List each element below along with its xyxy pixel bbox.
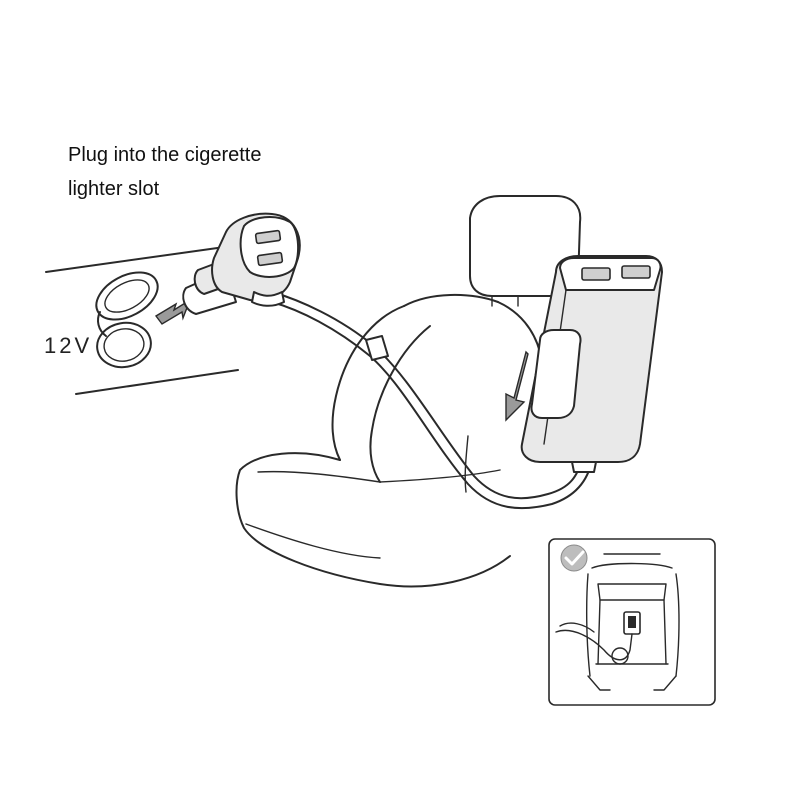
inset-detail-panel <box>548 538 716 706</box>
backseat-usb-hub <box>520 255 663 473</box>
checkmark-badge-icon <box>560 544 588 572</box>
car-seat <box>235 195 582 588</box>
car-plug-charger <box>182 212 301 315</box>
lighter-socket <box>95 271 159 337</box>
instruction-line-2: lighter slot <box>68 178 160 200</box>
charger-cable <box>271 291 593 510</box>
socket-cap <box>96 321 152 369</box>
push-down-arrow-icon <box>505 350 529 422</box>
dashboard-panel-lines <box>45 243 247 395</box>
instruction-line-1: Plug into the cigerette <box>68 144 262 166</box>
socket-voltage-label: 12V <box>44 333 92 358</box>
instruction-text: Plug into the cigerette lighter slot <box>68 138 261 206</box>
insert-arrow-icon <box>154 298 192 325</box>
